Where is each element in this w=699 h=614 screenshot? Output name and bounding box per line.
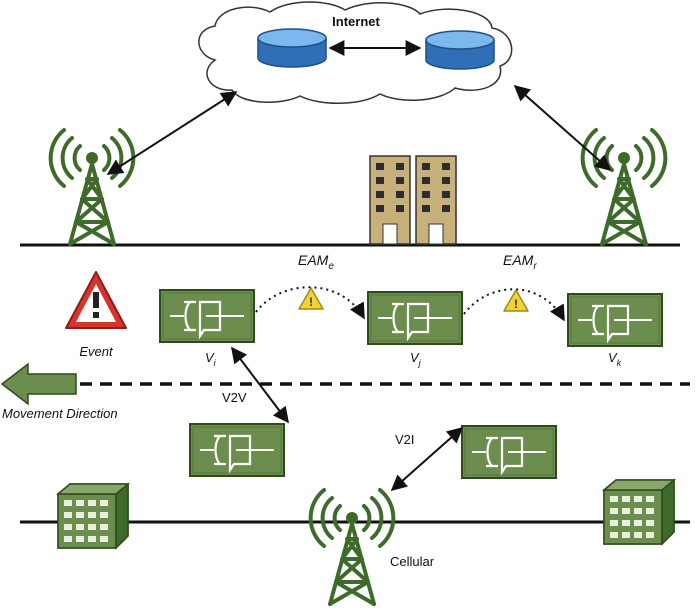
eam-e-label: EAMe <box>298 252 334 272</box>
tower-internet-arrow-left <box>106 91 238 175</box>
server-building-icon <box>57 483 129 549</box>
building-icon <box>369 155 411 245</box>
vehicle-icon <box>188 422 286 478</box>
vehicle-icon <box>366 290 464 346</box>
warning-icon <box>298 287 324 310</box>
database-icon <box>425 30 495 70</box>
tower-internet-arrow-right <box>513 84 612 172</box>
warning-icon <box>503 289 529 312</box>
vehicle-icon <box>158 288 256 344</box>
eam-r-label: EAMr <box>503 252 537 272</box>
radio-tower-icon <box>308 488 396 606</box>
event-label: Event <box>79 344 114 359</box>
cellular-label: Cellular <box>390 554 435 569</box>
server-building-icon <box>603 479 675 545</box>
v2i-arrow <box>390 426 464 492</box>
v2v-label: V2V <box>222 390 247 405</box>
warning-icon <box>65 271 127 329</box>
movement-direction-label: Movement Direction <box>2 406 118 421</box>
vehicle-vi-label: Vi <box>205 350 217 368</box>
vehicle-icon <box>566 292 664 348</box>
eam-hop-arrow <box>463 288 565 322</box>
v2i-label: V2I <box>395 432 415 447</box>
vehicle-icon <box>460 424 558 480</box>
internet-label: Internet <box>332 14 380 29</box>
eam-hop-arrow <box>255 286 365 320</box>
vehicle-vk-label: Vk <box>608 350 622 368</box>
radio-tower-icon <box>580 128 668 246</box>
movement-direction-arrow <box>0 362 77 406</box>
v2v-arrow <box>231 346 289 424</box>
vehicle-vj-label: Vj <box>410 350 422 368</box>
radio-tower-icon <box>48 128 136 246</box>
building-icon <box>415 155 457 245</box>
database-icon <box>257 28 327 68</box>
